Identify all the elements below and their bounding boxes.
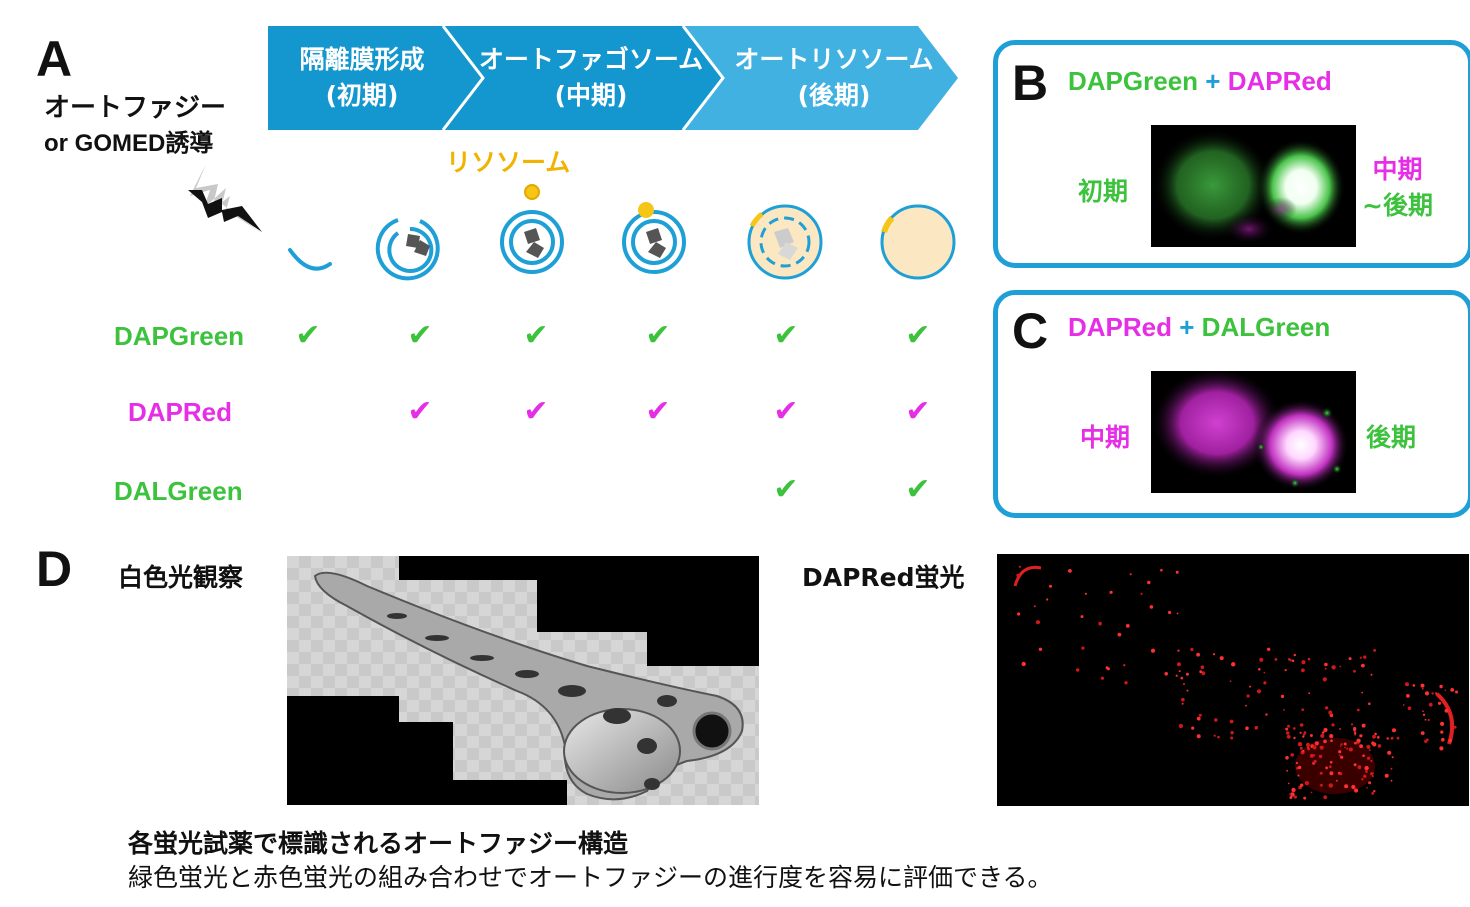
- check-mark: ✔: [773, 318, 799, 353]
- phagophore-shape: [288, 248, 332, 271]
- check-mark: ✔: [905, 394, 931, 429]
- panel-b-title-left: DAPGreen: [1068, 66, 1199, 96]
- stage-early-phase: (初期): [325, 81, 399, 110]
- panel-b-letter: B: [1012, 55, 1049, 111]
- autophagy-structures: [288, 184, 956, 281]
- stage-middle-phase: (中期): [554, 81, 628, 110]
- check-mark: ✔: [523, 318, 549, 353]
- panel-b-right-label: 中期 ~後期: [1362, 152, 1433, 224]
- stage-arrow-early: [268, 26, 483, 130]
- panel-d-left-title: 白色光観察: [118, 563, 244, 592]
- lysosome-shape: [524, 184, 540, 200]
- check-grid: [0, 0, 1, 1]
- caption-title: 各蛍光試薬で標識されるオートファジー構造: [128, 829, 629, 858]
- dapred-fluorescence-image: [997, 554, 1469, 806]
- panel-c-title-left: DAPRed: [1068, 312, 1173, 342]
- stage-early-name: 隔離膜形成: [299, 45, 425, 74]
- check-mark: ✔: [407, 394, 433, 429]
- check-mark: ✔: [773, 394, 799, 429]
- check-mark: ✔: [295, 318, 321, 353]
- check-mark: ✔: [905, 472, 931, 507]
- panel-c-title: DAPRed + DALGreen: [1068, 312, 1330, 343]
- stage-label-late: オートリソソーム (後期): [724, 42, 944, 114]
- caption-body: 緑色蛍光と赤色蛍光の組み合わせでオートファジーの進行度を容易に評価できる。: [128, 863, 1053, 892]
- check-mark: ✔: [407, 318, 433, 353]
- autophagosome-shape: [500, 210, 564, 274]
- induction-label-line2: or GOMED誘導: [44, 130, 214, 157]
- stage-middle-name: オートファゴソーム: [478, 45, 704, 74]
- stage-banner: [268, 26, 958, 131]
- stage-late-phase: (後期): [797, 81, 871, 110]
- panel-b-title-right: DAPRed: [1227, 66, 1332, 96]
- panel-b-right-label-line2: ~後期: [1362, 191, 1433, 220]
- panel-a-letter: A: [36, 31, 73, 87]
- induction-label-line1: オートファジー: [44, 93, 227, 123]
- stage-arrow-middle: [438, 26, 723, 130]
- check-mark: ✔: [645, 318, 671, 353]
- panel-b-left-label: 初期: [1078, 177, 1129, 206]
- panel-c-micrograph: [1151, 371, 1356, 493]
- forming-autophagosome-shape: [375, 218, 440, 281]
- panel-b-micrograph: [1151, 125, 1356, 247]
- induction-label: オートファジー or GOMED誘導: [44, 90, 226, 162]
- panel-b-right-label-line1: 中期: [1372, 155, 1423, 184]
- check-mark: ✔: [645, 394, 671, 429]
- stage-label-middle: オートファゴソーム (中期): [468, 42, 714, 114]
- autolysosome-shape: [747, 204, 823, 280]
- late-autolysosome-shape: [880, 204, 956, 280]
- panel-b-title: DAPGreen + DAPRed: [1068, 66, 1332, 97]
- lightning-icon: [188, 164, 262, 232]
- check-mark: ✔: [905, 318, 931, 353]
- panel-c-left-label: 中期: [1080, 423, 1131, 452]
- brightfield-image: [287, 556, 759, 805]
- lysosome-label: リソソーム: [446, 148, 571, 177]
- stage-label-early: 隔離膜形成 (初期): [272, 42, 452, 114]
- stage-late-name: オートリソソーム: [734, 45, 934, 74]
- row-label-dalgreen: DALGreen: [114, 476, 243, 506]
- stage-arrow-late: [678, 26, 958, 130]
- panel-c-plus: +: [1179, 312, 1195, 342]
- panel-d-letter: D: [36, 541, 73, 597]
- panel-c-right-label: 後期: [1366, 423, 1417, 452]
- panel-d-right-title: DAPRed蛍光: [802, 563, 965, 592]
- panel-c-title-right: DALGreen: [1201, 312, 1331, 342]
- check-mark: ✔: [773, 472, 799, 507]
- panel-b-plus: +: [1205, 66, 1221, 96]
- fusing-autophagosome-shape: [622, 202, 686, 274]
- check-mark: ✔: [523, 394, 549, 429]
- row-label-dapred: DAPRed: [128, 397, 233, 427]
- panel-c-letter: C: [1012, 303, 1049, 359]
- row-label-dapgreen: DAPGreen: [114, 321, 245, 351]
